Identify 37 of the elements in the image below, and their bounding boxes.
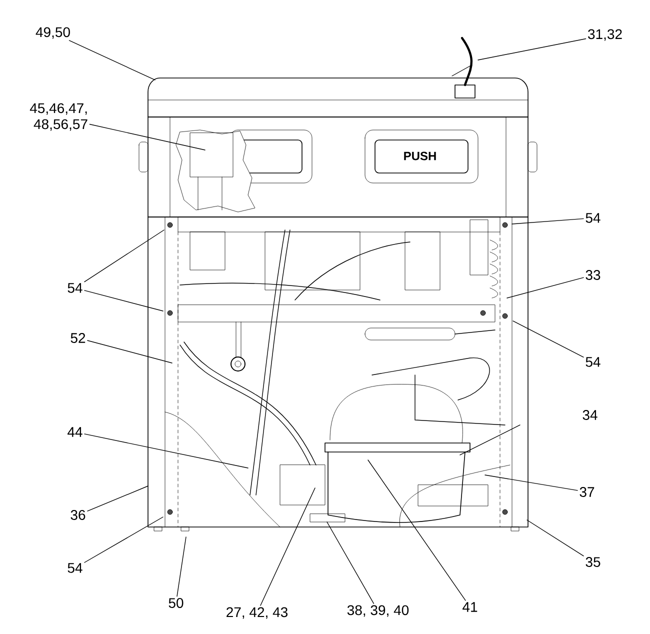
leader-line	[84, 290, 164, 312]
callout-number: 49,50	[36, 27, 70, 39]
callout-number: 54	[68, 563, 82, 573]
callout-number: 37	[580, 487, 594, 497]
callout-number: 33	[586, 270, 600, 280]
callout-number: 41	[462, 602, 478, 612]
callout-number: 36	[70, 510, 86, 520]
callout-number: 44	[68, 427, 82, 437]
leader-line	[484, 474, 578, 491]
leader-line	[512, 218, 584, 224]
leader-line	[368, 460, 466, 601]
callout-number: 45,46,47, 48,56,57	[30, 103, 88, 131]
leader-line	[512, 320, 584, 358]
button-label: PUSH	[404, 152, 436, 160]
leader-line	[506, 277, 584, 298]
leader-line	[84, 434, 248, 468]
leader-line	[326, 522, 374, 604]
leader-line	[87, 486, 148, 512]
leader-line	[526, 520, 584, 556]
leader-line	[89, 124, 206, 150]
callout-number: 54	[586, 357, 600, 367]
leader-line	[84, 230, 164, 282]
leader-line	[176, 536, 186, 597]
leader-line	[260, 488, 316, 606]
leader-line	[87, 340, 172, 364]
leader-line	[68, 40, 156, 80]
callout-number: 54	[586, 213, 600, 223]
callout-number: 34	[582, 410, 598, 420]
callout-number: 54	[68, 283, 82, 293]
leader-line	[478, 38, 586, 60]
callout-number: 50	[168, 598, 184, 608]
callout-number: 52	[70, 333, 86, 343]
callout-number: 31,32	[588, 29, 622, 41]
callout-number: 35	[586, 557, 600, 567]
callout-number: 38, 39, 40	[347, 605, 409, 617]
leader-line	[84, 516, 164, 563]
callout-number: 27, 42, 43	[226, 607, 288, 619]
